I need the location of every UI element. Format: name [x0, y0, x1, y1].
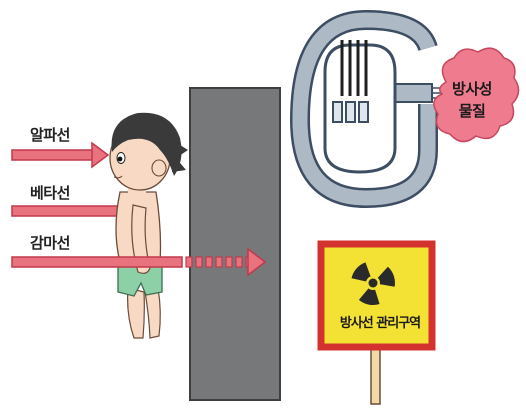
- beta-ray-label: 베타선: [30, 184, 70, 202]
- radioactive-material-label: 방사성 물질: [452, 80, 492, 120]
- child-figure: [109, 112, 188, 339]
- reactor-vessel: [289, 9, 442, 209]
- alpha-arrow: [11, 141, 110, 169]
- gamma-ray-label: 감마선: [30, 234, 70, 252]
- concrete-wall: [189, 87, 281, 401]
- radioactive-cloud-icon: [433, 47, 520, 143]
- gamma-arrow: [11, 247, 267, 277]
- radiation-warning-sign: [317, 240, 436, 405]
- control-rods: [340, 40, 368, 96]
- controlled-area-sign-text: 방사선 관리구역: [339, 316, 421, 331]
- alpha-ray-label: 알파선: [30, 126, 70, 144]
- gamma-arrow-dashed-segment: [185, 256, 251, 268]
- fuel-assemblies: [332, 101, 369, 123]
- radiation-trefoil-icon: [350, 260, 396, 306]
